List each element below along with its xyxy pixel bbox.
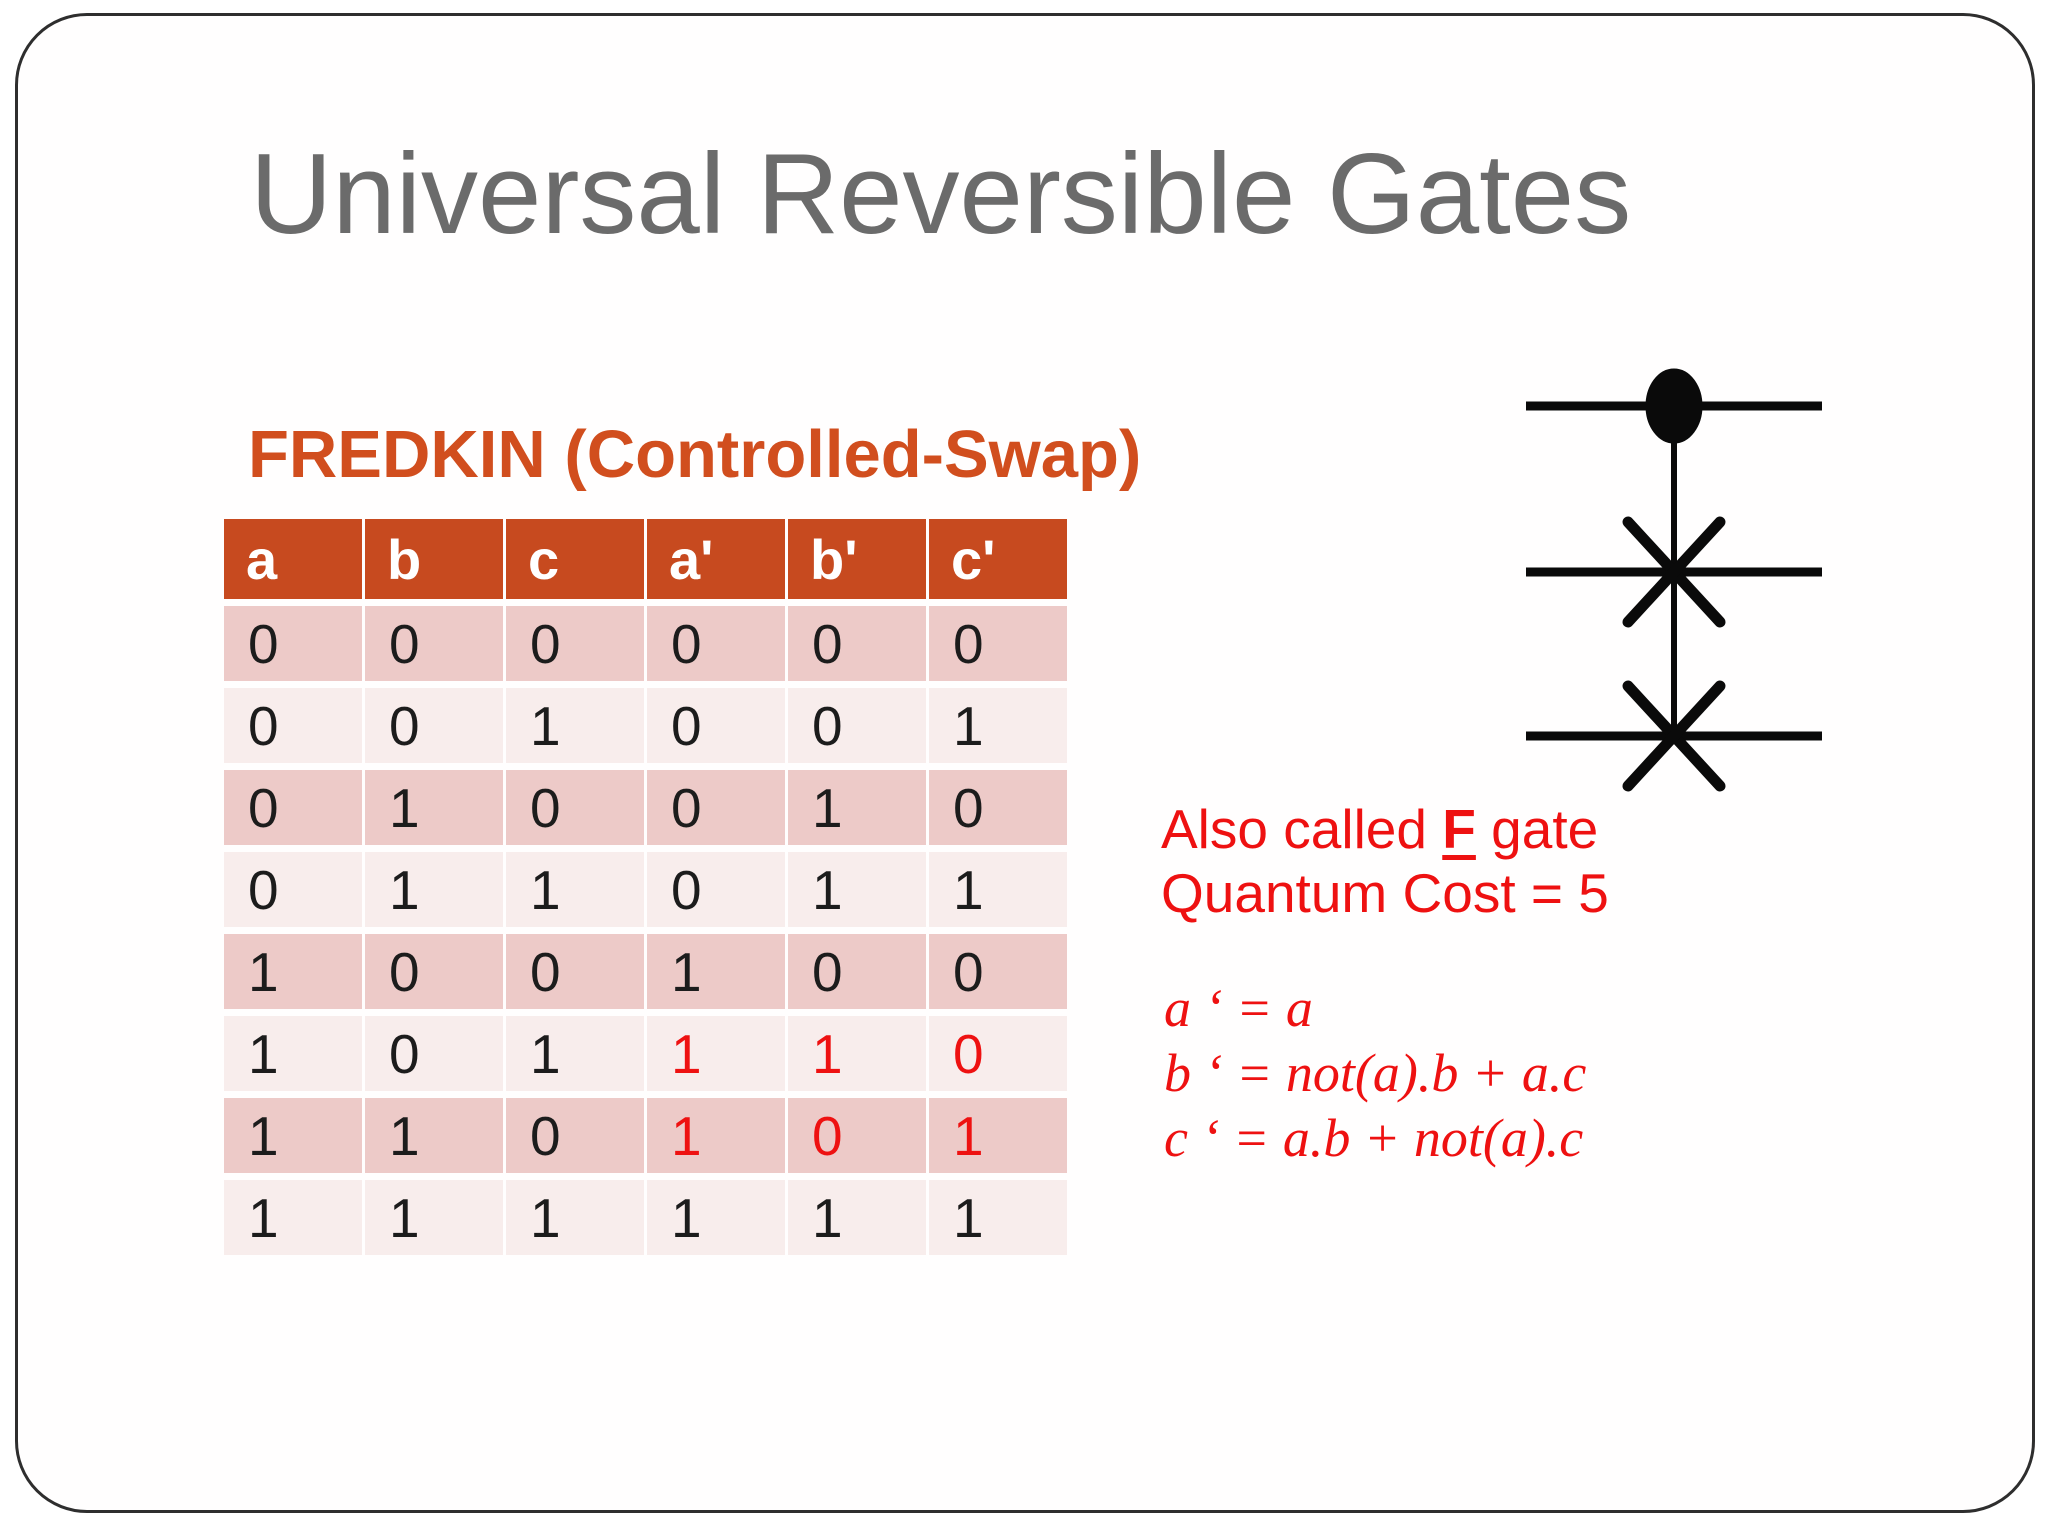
section-heading: FREDKIN (Controlled-Swap) bbox=[248, 417, 1142, 492]
equations-block: a ‘ = a b ‘ = not(a).b + a.c c ‘ = a.b +… bbox=[1164, 976, 1586, 1171]
table-header-cell: b' bbox=[788, 519, 926, 599]
table-cell: 1 bbox=[788, 1016, 926, 1091]
equation-line: b ‘ = not(a).b + a.c bbox=[1164, 1043, 1587, 1103]
table-header-cell: c bbox=[506, 519, 644, 599]
swap-cross-icon bbox=[1622, 680, 1726, 792]
table-cell: 0 bbox=[647, 688, 785, 763]
table-cell: 0 bbox=[365, 606, 503, 681]
table-cell: 0 bbox=[365, 934, 503, 1009]
table-cell: 1 bbox=[647, 934, 785, 1009]
gate-notes: Also called F gate Quantum Cost = 5 bbox=[1161, 797, 1609, 925]
table-cell: 0 bbox=[929, 770, 1067, 845]
table-cell: 1 bbox=[929, 1098, 1067, 1173]
table-cell: 0 bbox=[506, 1098, 644, 1173]
table-cell: 1 bbox=[647, 1180, 785, 1255]
note-line-2: Quantum Cost = 5 bbox=[1161, 862, 1609, 924]
table-cell: 1 bbox=[224, 934, 362, 1009]
table-cell: 0 bbox=[365, 1016, 503, 1091]
table-cell: 0 bbox=[224, 606, 362, 681]
fredkin-circuit-diagram bbox=[1526, 368, 1822, 792]
table-cell: 0 bbox=[506, 934, 644, 1009]
table-header-cell: a bbox=[224, 519, 362, 599]
control-dot-icon bbox=[1645, 368, 1703, 444]
table-cell: 1 bbox=[506, 1016, 644, 1091]
table-cell: 0 bbox=[929, 1016, 1067, 1091]
table-cell: 0 bbox=[788, 934, 926, 1009]
table-cell: 1 bbox=[224, 1180, 362, 1255]
table-cell: 1 bbox=[224, 1098, 362, 1173]
slide-frame: Universal Reversible Gates FREDKIN (Cont… bbox=[15, 13, 2035, 1513]
table-header-cell: b bbox=[365, 519, 503, 599]
table-cell: 0 bbox=[506, 770, 644, 845]
page-title: Universal Reversible Gates bbox=[250, 131, 1632, 258]
note-line-1: Also called F gate bbox=[1161, 797, 1609, 861]
table-cell: 0 bbox=[647, 852, 785, 927]
note-line-1-suffix: gate bbox=[1475, 798, 1599, 860]
table-cell: 1 bbox=[929, 1180, 1067, 1255]
note-line-1-prefix: Also called bbox=[1161, 798, 1443, 860]
table-cell: 0 bbox=[365, 688, 503, 763]
table-cell: 0 bbox=[929, 934, 1067, 1009]
table-header-cell: a' bbox=[647, 519, 785, 599]
table-cell: 1 bbox=[506, 852, 644, 927]
table-cell: 1 bbox=[365, 1098, 503, 1173]
table-cell: 0 bbox=[788, 688, 926, 763]
equation-line: a ‘ = a bbox=[1164, 978, 1313, 1038]
table-cell: 1 bbox=[788, 770, 926, 845]
table-cell: 0 bbox=[506, 606, 644, 681]
table-cell: 0 bbox=[788, 606, 926, 681]
table-cell: 0 bbox=[929, 606, 1067, 681]
table-cell: 0 bbox=[647, 606, 785, 681]
table-cell: 1 bbox=[365, 1180, 503, 1255]
equation-line: c ‘ = a.b + not(a).c bbox=[1164, 1108, 1584, 1168]
table-cell: 0 bbox=[224, 770, 362, 845]
table-cell: 1 bbox=[365, 852, 503, 927]
table-cell: 0 bbox=[647, 770, 785, 845]
table-cell: 1 bbox=[929, 688, 1067, 763]
f-gate-emphasis: F bbox=[1442, 798, 1476, 860]
table-cell: 1 bbox=[365, 770, 503, 845]
swap-cross-icon bbox=[1622, 516, 1726, 628]
table-cell: 1 bbox=[929, 852, 1067, 927]
table-cell: 1 bbox=[647, 1098, 785, 1173]
table-cell: 1 bbox=[506, 688, 644, 763]
table-cell: 1 bbox=[506, 1180, 644, 1255]
table-cell: 1 bbox=[647, 1016, 785, 1091]
table-cell: 0 bbox=[788, 1098, 926, 1173]
table-cell: 1 bbox=[788, 1180, 926, 1255]
table-header-cell: c' bbox=[929, 519, 1067, 599]
table-cell: 1 bbox=[788, 852, 926, 927]
table-cell: 0 bbox=[224, 688, 362, 763]
table-cell: 1 bbox=[224, 1016, 362, 1091]
table-cell: 0 bbox=[224, 852, 362, 927]
